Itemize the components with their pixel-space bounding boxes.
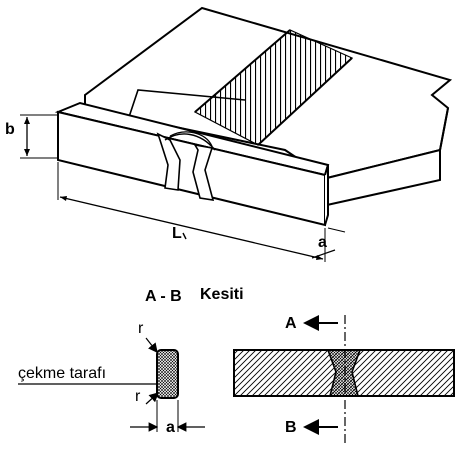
groove-left	[156, 132, 181, 191]
label-b: b	[5, 121, 15, 138]
cross-section-rect	[156, 349, 179, 399]
L-dim-line	[59, 196, 324, 260]
label-r-top: r	[138, 320, 144, 337]
section-title: A - B	[145, 288, 182, 305]
label-A: A	[285, 315, 297, 332]
section-word: Kesiti	[200, 286, 244, 303]
label-a-bottom: a	[166, 419, 175, 436]
label-B: B	[285, 419, 297, 436]
weld-long-section: A B	[233, 315, 455, 445]
weld-zone	[326, 349, 362, 397]
welded-plate-3d: b L a	[5, 6, 453, 262]
label-a-top: a	[318, 234, 327, 251]
strip-end-face	[324, 164, 329, 226]
specimen-cross-section: r r çekme tarafı a	[18, 320, 205, 436]
groove-right	[192, 143, 215, 201]
label-pull-side: çekme tarafı	[18, 365, 106, 382]
label-r-bottom: r	[135, 388, 141, 405]
weld-leader	[127, 89, 246, 121]
label-L: L	[172, 225, 182, 242]
